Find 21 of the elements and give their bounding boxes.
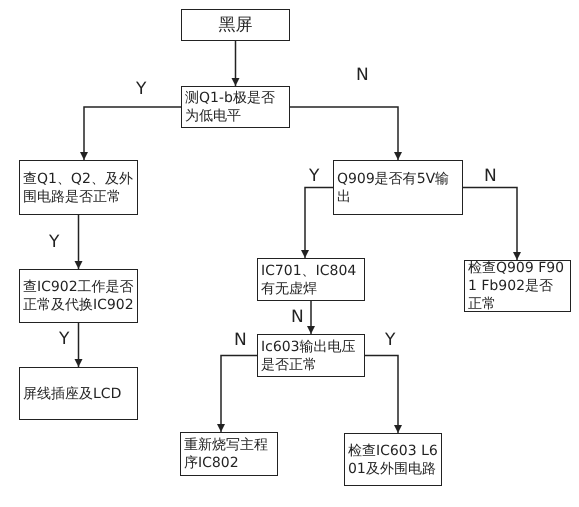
process-box: 检查IC603 L601及外围电路 (344, 433, 442, 486)
arrow (74, 323, 82, 367)
arrow (290, 106, 402, 160)
process-box: 检查Q909 F901 Fb902是否正常 (464, 260, 571, 312)
process-box: 查Q1、Q2、及外围电路是否正常 (19, 160, 138, 215)
process-box: Ic603输出电压是否正常 (257, 334, 365, 377)
process-box: 重新烧写主程序IC802 (180, 432, 278, 476)
arrow (232, 41, 240, 86)
process-box: 查IC902工作是否正常及代换IC902 (19, 269, 138, 323)
arrow (463, 186, 521, 260)
arrow (365, 354, 402, 433)
process-box: 测Q1-b极是否为低电平 (181, 86, 290, 128)
arrow (307, 301, 315, 334)
arrow (301, 186, 333, 258)
arrow (74, 215, 82, 269)
process-box: IC701、IC804有无虚焊 (257, 258, 365, 301)
arrow (217, 354, 257, 432)
start-box: 黑屏 (181, 9, 290, 41)
process-box: 屏线插座及LCD (19, 367, 138, 420)
arrow (80, 106, 181, 160)
process-box: Q909是否有5V输出 (333, 160, 463, 215)
